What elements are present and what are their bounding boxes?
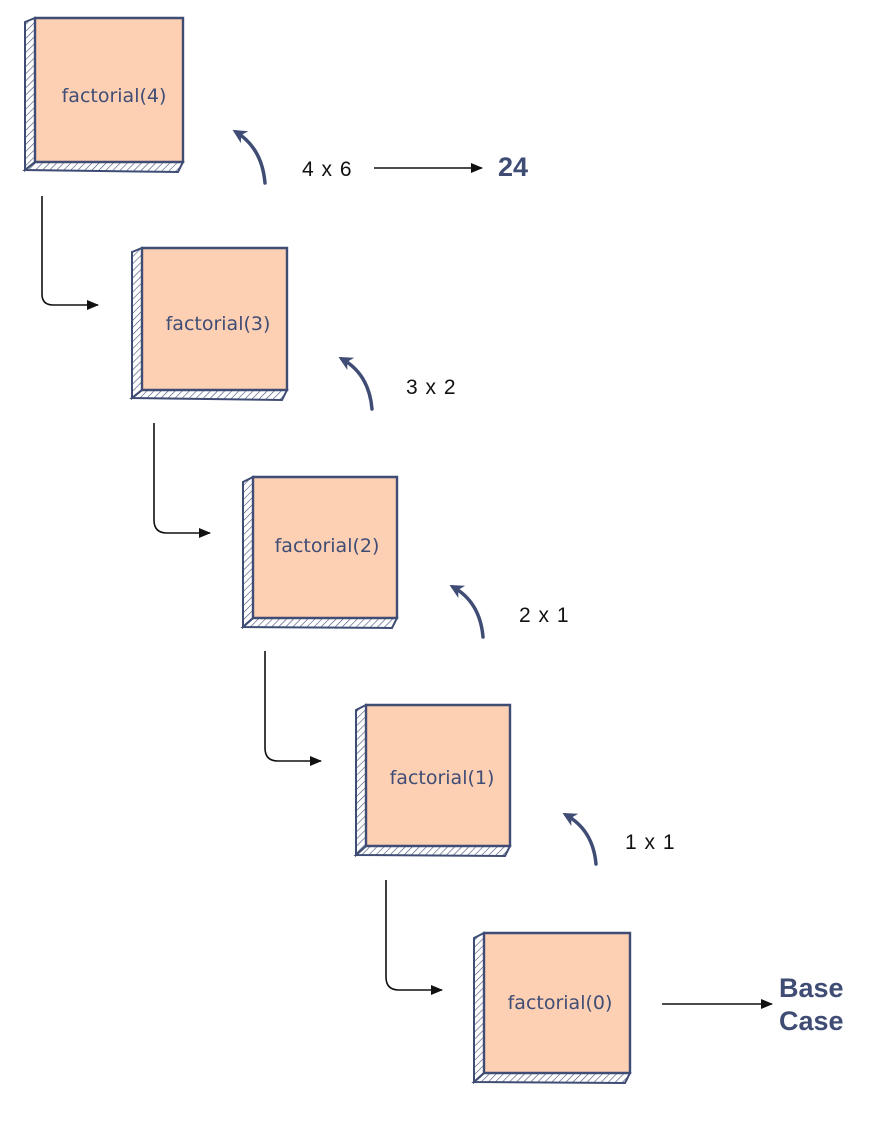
multiplication-label-2: 2 x 1 — [519, 604, 570, 627]
call-label-factorial-1: factorial(1) — [390, 767, 495, 789]
call-box-factorial-0: factorial(0) — [471, 931, 632, 1085]
call-arrow-4-to-3 — [41, 196, 99, 310]
base-case-label-line1: Base — [779, 973, 844, 1003]
call-box-factorial-3: factorial(3) — [129, 246, 289, 402]
call-label-factorial-3: factorial(3) — [166, 313, 271, 335]
call-label-factorial-2: factorial(2) — [275, 535, 380, 557]
multiplication-label-3: 3 x 2 — [406, 376, 457, 399]
multiplication-label-4: 4 x 6 — [302, 158, 353, 181]
call-box-factorial-2: factorial(2) — [240, 475, 399, 630]
base-case-label-line2: Case — [779, 1006, 844, 1036]
multiplication-label-1: 1 x 1 — [625, 831, 676, 854]
call-arrow-1-to-0 — [385, 880, 443, 995]
call-arrow-3-to-2 — [153, 423, 211, 538]
call-label-factorial-4: factorial(4) — [62, 85, 167, 107]
return-arrow-2 — [449, 585, 485, 639]
return-arrow-3 — [338, 357, 374, 411]
call-box-factorial-4: factorial(4) — [22, 16, 185, 174]
final-result: 24 — [498, 152, 528, 182]
return-arrow-4 — [232, 129, 267, 185]
call-box-factorial-1: factorial(1) — [353, 703, 512, 858]
call-label-factorial-0: factorial(0) — [508, 992, 613, 1014]
call-arrow-2-to-1 — [264, 651, 322, 766]
return-arrow-1 — [562, 813, 598, 866]
